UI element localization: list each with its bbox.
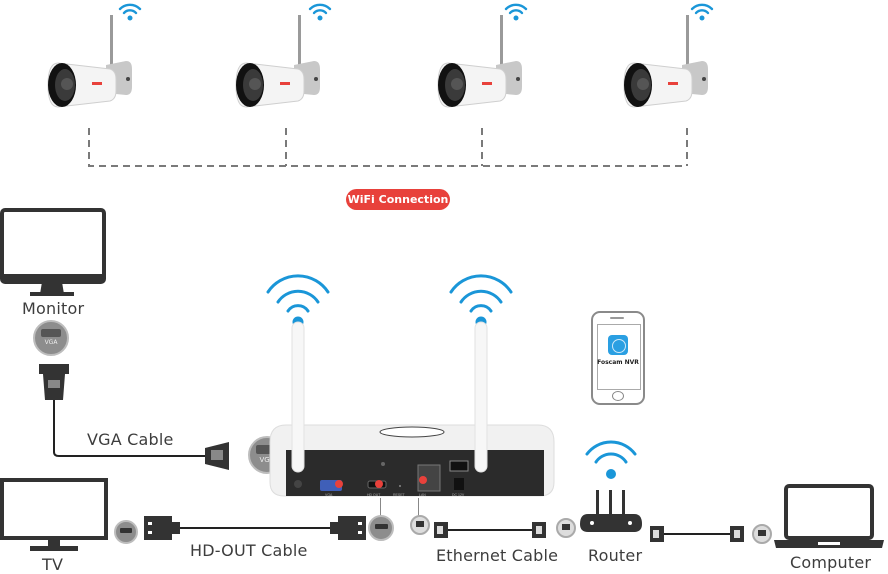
svg-text:RESET: RESET [393, 493, 406, 497]
nvr-device: VGA HD OUT RESET LAN DC 12V [266, 274, 555, 497]
router-lan-port-icon [556, 518, 576, 538]
monitor-vga-port-icon: VGA [33, 320, 69, 356]
ethernet-cable-2 [650, 526, 744, 542]
computer-label: Computer [790, 553, 872, 572]
phone-icon: Foscam NVR [591, 311, 645, 405]
camera-2 [235, 14, 321, 108]
svg-text:LAN: LAN [419, 493, 426, 497]
camera-row [47, 3, 714, 167]
wifi-connection-badge: WiFi Connection [346, 189, 450, 210]
hdout-cable-label: HD-OUT Cable [190, 541, 308, 560]
camera-3 [437, 14, 523, 108]
ethernet-cable-label: Ethernet Cable [436, 546, 559, 565]
svg-text:DC 12V: DC 12V [452, 493, 465, 497]
foscam-nvr-app-label: Foscam NVR [597, 359, 639, 366]
hdout-cable [144, 516, 366, 540]
tv-icon [0, 478, 108, 551]
svg-text:VGA: VGA [325, 493, 333, 497]
computer-icon [774, 484, 884, 548]
camera-1 [47, 14, 133, 108]
ethernet-cable [434, 522, 546, 538]
vga-cable [39, 364, 229, 470]
camera-3-wifi-icon [504, 3, 528, 22]
nvr-lan-port-icon [410, 515, 430, 535]
router-label: Router [588, 546, 643, 565]
router-icon [580, 440, 642, 532]
nvr-left-wifi-icon [266, 274, 330, 328]
camera-2-wifi-icon [308, 3, 332, 22]
nvr-hdout-port-icon [368, 515, 394, 541]
camera-4 [623, 14, 709, 108]
vga-cable-label: VGA Cable [87, 430, 174, 449]
router-wifi-icon [585, 440, 637, 479]
computer-lan-port-icon [752, 524, 772, 544]
tv-label: TV [42, 555, 64, 574]
monitor-icon [0, 208, 106, 296]
nvr-right-wifi-icon [449, 274, 513, 328]
monitor-label: Monitor [22, 299, 85, 318]
foscam-nvr-app-icon[interactable] [608, 335, 628, 355]
svg-text:HD OUT: HD OUT [367, 493, 381, 497]
camera-1-wifi-icon [118, 3, 142, 22]
camera-4-wifi-icon [690, 3, 714, 22]
tv-hdout-port-icon [114, 520, 138, 544]
